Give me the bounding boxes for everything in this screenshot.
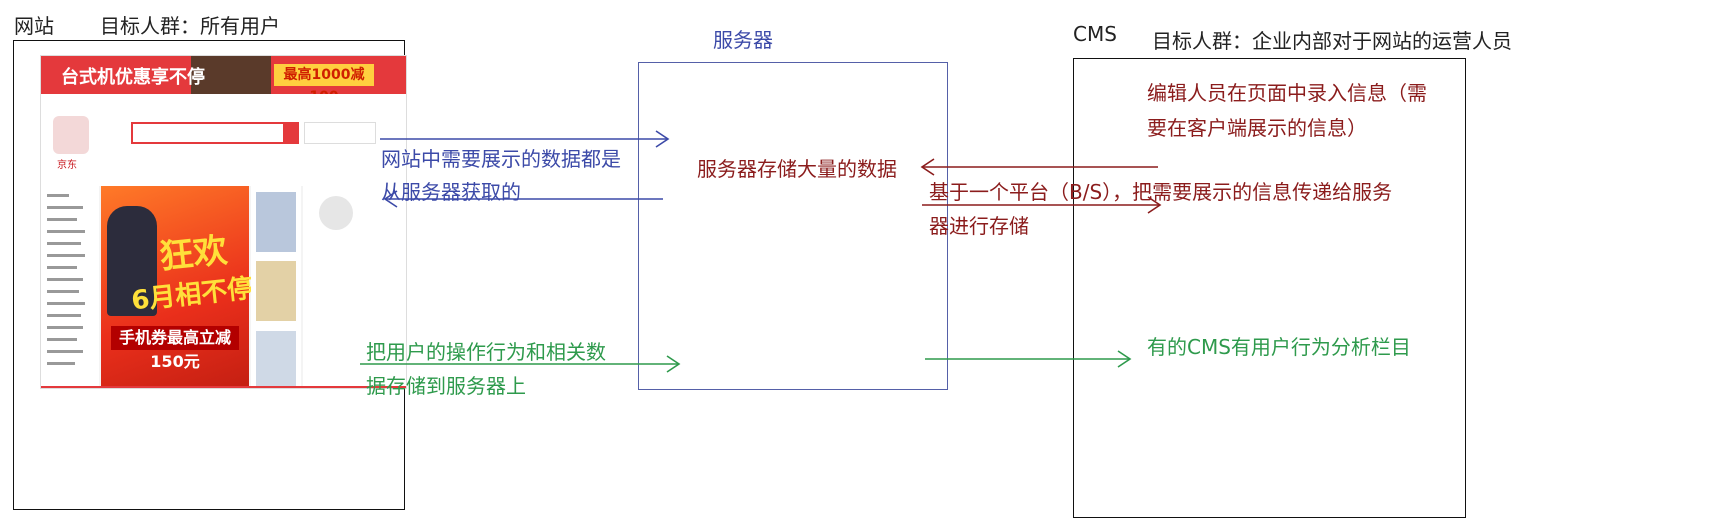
banner-button: 最高1000减100 [274,64,374,105]
banner-text: 台式机优惠享不停 [61,67,205,88]
user-avatar-icon [319,196,353,230]
cms-audience: 目标人群：企业内部对于网站的运营人员 [1152,29,1512,53]
server-box [638,62,948,390]
user-label-line1: 把用户的操作行为和相关数 [366,340,606,364]
server-title: 服务器 [713,28,773,52]
site-cart-button [304,122,376,144]
cms-desc-line2: 要在客户端展示的信息） [1147,116,1367,140]
cms-desc-line1: 编辑人员在页面中录入信息（需 [1147,81,1427,105]
cms-analysis: 有的CMS有用户行为分析栏目 [1147,335,1411,359]
promo-person-image [107,206,157,316]
product-image [256,261,296,321]
promo-line3: 手机券最高立减150元 [111,326,239,371]
fetch-label-line1: 网站中需要展示的数据都是 [381,147,621,171]
website-title: 网站 [14,14,54,38]
site-promo-banner: 狂欢 6月相不停 手机券最高立减150元 [101,186,255,388]
site-divider [41,386,406,388]
website-audience: 目标人群：所有用户 [100,14,280,38]
site-logo-icon [53,116,89,154]
cms-title: CMS [1073,22,1117,46]
site-search-button [283,122,299,144]
site-logo-text: 京东 [57,160,77,171]
user-label-line2: 据存储到服务器上 [366,374,526,398]
site-category-sidebar [41,186,99,388]
store-label-line1: 基于一个平台（B/S），把需要展示的信息传递给服务 [929,180,1393,204]
banner-image [191,56,271,94]
server-box-text: 服务器存储大量的数据 [697,157,897,181]
fetch-label-line2: 从服务器获取的 [381,180,521,204]
product-image [256,192,296,252]
store-label-line2: 器进行存储 [929,214,1029,238]
website-screenshot: 台式机优惠享不停 最高1000减100 京东 狂欢 6月相不停 手机券最高立减1… [40,55,407,389]
site-search-input [131,122,285,144]
site-banner: 台式机优惠享不停 最高1000减100 [41,56,406,105]
product-image [256,331,296,386]
